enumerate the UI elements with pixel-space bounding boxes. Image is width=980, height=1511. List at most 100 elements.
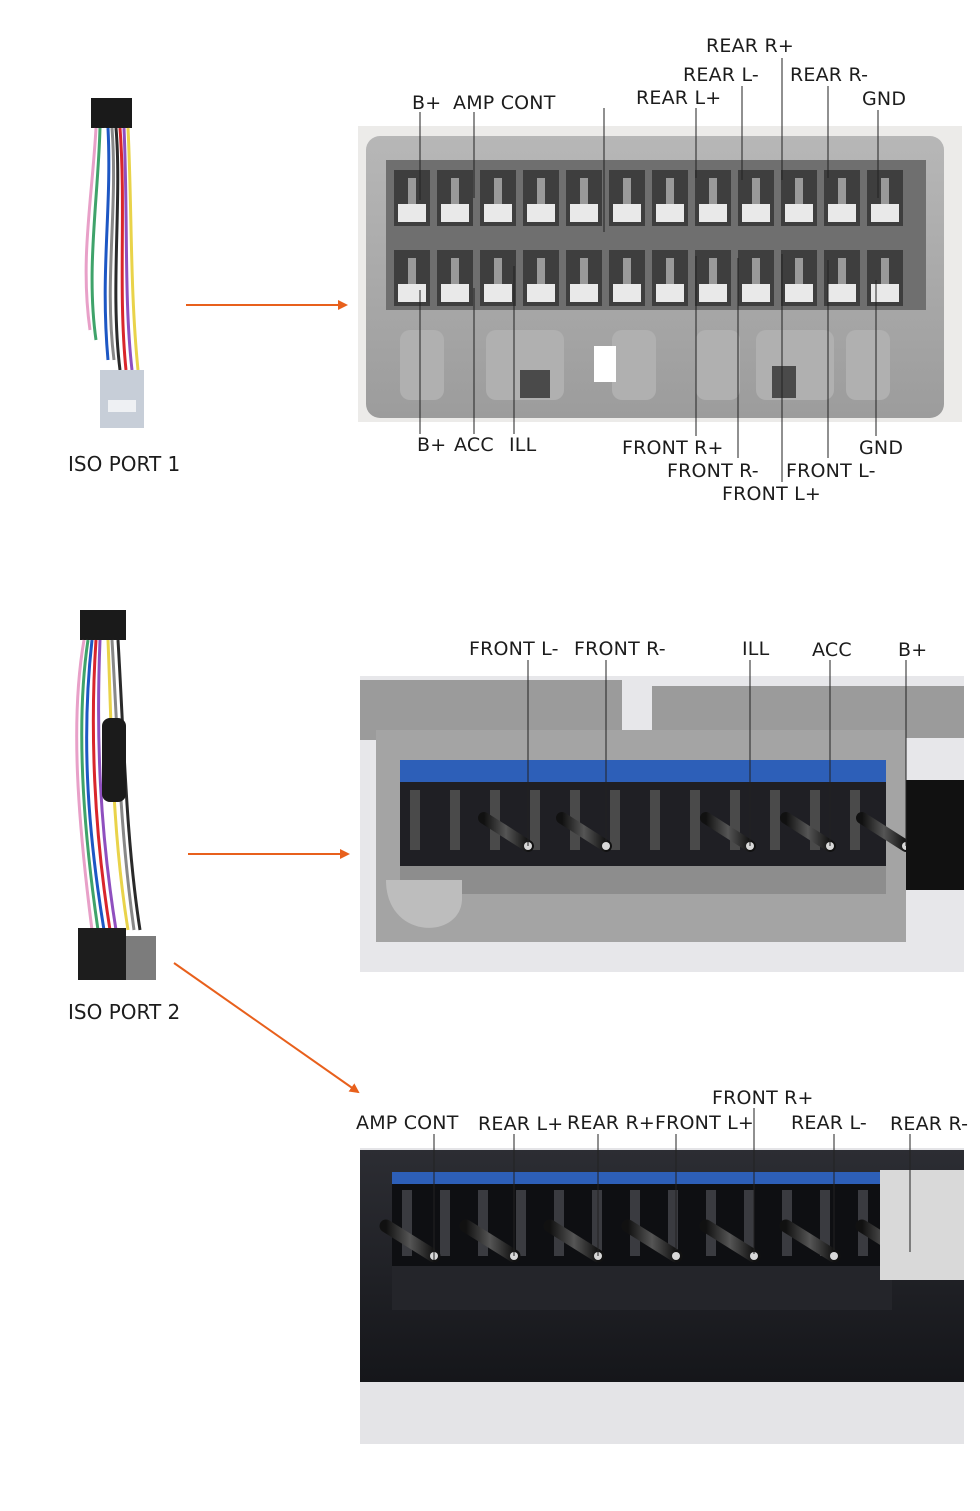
cavity-contact (398, 204, 426, 222)
p2b-amp-cont: AMP CONT (356, 1112, 459, 1134)
p2a-acc: ACC (812, 639, 852, 661)
cavity-contact (656, 284, 684, 302)
cavity-contact (527, 204, 555, 222)
pin (408, 258, 416, 284)
pin (451, 258, 459, 284)
pin (478, 812, 534, 852)
cavity-wall (770, 790, 780, 850)
pin (752, 258, 760, 284)
p1-top-rear-r-minus: REAR R- (790, 64, 869, 86)
cavity-wall (610, 790, 620, 850)
p2b-front-l-plus: FRONT L+ (655, 1112, 755, 1134)
pin (666, 258, 674, 284)
pin (795, 178, 803, 204)
pin (580, 178, 588, 204)
leader-lines (419, 58, 911, 1260)
cavity-contact (484, 204, 512, 222)
p1-bot-ill: ILL (509, 434, 537, 456)
p1-top-b-plus: B+ (412, 92, 442, 114)
p1-bot-front-r-minus: FRONT R- (667, 460, 759, 482)
cavity-wall (554, 1190, 564, 1256)
pin-tip (830, 1252, 838, 1260)
cavity-contact (871, 284, 899, 302)
pin (856, 812, 912, 852)
harness-1-illustration (84, 98, 144, 428)
pin (700, 812, 756, 852)
cavity-wall (690, 790, 700, 850)
pin (556, 812, 612, 852)
pin (709, 178, 717, 204)
p1-top-amp-cont: AMP CONT (453, 92, 556, 114)
cavity-wall (450, 790, 460, 850)
cavity-wall (402, 1190, 412, 1256)
connector-2a-photo (360, 676, 964, 972)
pin (780, 812, 836, 852)
p1-bot-front-l-plus: FRONT L+ (722, 483, 822, 505)
port-2-name: ISO PORT 2 (68, 1000, 181, 1024)
pin (494, 258, 502, 284)
cavity-wall (820, 1190, 830, 1256)
p2b-rear-r-plus: REAR R+ (567, 1112, 655, 1134)
cavity-wall (850, 790, 860, 850)
pin (795, 258, 803, 284)
cavity-wall (744, 1190, 754, 1256)
p1-bot-b-plus: B+ (417, 434, 447, 456)
pin (881, 258, 889, 284)
pin-tip (750, 1252, 758, 1260)
cavity-contact (699, 284, 727, 302)
cavity-contact (570, 204, 598, 222)
cavity-contact (484, 284, 512, 302)
cavity-wall (668, 1190, 678, 1256)
pin (451, 178, 459, 204)
p2a-front-l-minus: FRONT L- (469, 638, 559, 660)
pin (752, 178, 760, 204)
cavity-wall (810, 790, 820, 850)
p2b-front-r-plus: FRONT R+ (712, 1087, 814, 1109)
pin (459, 1219, 521, 1263)
cavity-contact (613, 204, 641, 222)
pin (838, 178, 846, 204)
p2a-ill: ILL (742, 638, 770, 660)
cavity-contact (742, 284, 770, 302)
p1-bot-gnd: GND (859, 437, 904, 459)
connector-1-photo (358, 126, 962, 422)
cavity-contact (441, 284, 469, 302)
p1-bot-front-l-minus: FRONT L- (786, 460, 876, 482)
p1-top-rear-l-minus: REAR L- (683, 64, 759, 86)
pin (881, 178, 889, 204)
p2a-front-r-minus: FRONT R- (574, 638, 666, 660)
cavity-wall (516, 1190, 526, 1256)
cavity-wall (650, 790, 660, 850)
cavity-contact (699, 204, 727, 222)
pin (621, 1219, 683, 1263)
pin (580, 258, 588, 284)
cavity-contact (828, 204, 856, 222)
pin (666, 178, 674, 204)
cavity-contact (527, 284, 555, 302)
pin (379, 1219, 441, 1263)
pin-tip (672, 1252, 680, 1260)
cavity-wall (410, 790, 420, 850)
p1-top-gnd: GND (862, 88, 907, 110)
cavity-contact (398, 284, 426, 302)
cavity-contact (742, 204, 770, 222)
port-1-name: ISO PORT 1 (68, 452, 181, 476)
pin (623, 178, 631, 204)
cavity-contact (613, 284, 641, 302)
pin (623, 258, 631, 284)
cavity-wall (592, 1190, 602, 1256)
p1-top-rear-l-plus: REAR L+ (636, 87, 722, 109)
harness-2-illustration (75, 610, 156, 980)
pin-tip (602, 842, 610, 850)
p1-bot-front-r-plus: FRONT R+ (622, 437, 724, 459)
cavity-contact (570, 284, 598, 302)
pin (838, 258, 846, 284)
pin (779, 1219, 841, 1263)
p2b-rear-l-plus: REAR L+ (478, 1113, 564, 1135)
pin (408, 178, 416, 204)
cavity-wall (530, 790, 540, 850)
p1-top-rear-r-plus: REAR R+ (706, 35, 794, 57)
pin (537, 178, 545, 204)
p2b-rear-r-minus: REAR R- (890, 1113, 969, 1135)
